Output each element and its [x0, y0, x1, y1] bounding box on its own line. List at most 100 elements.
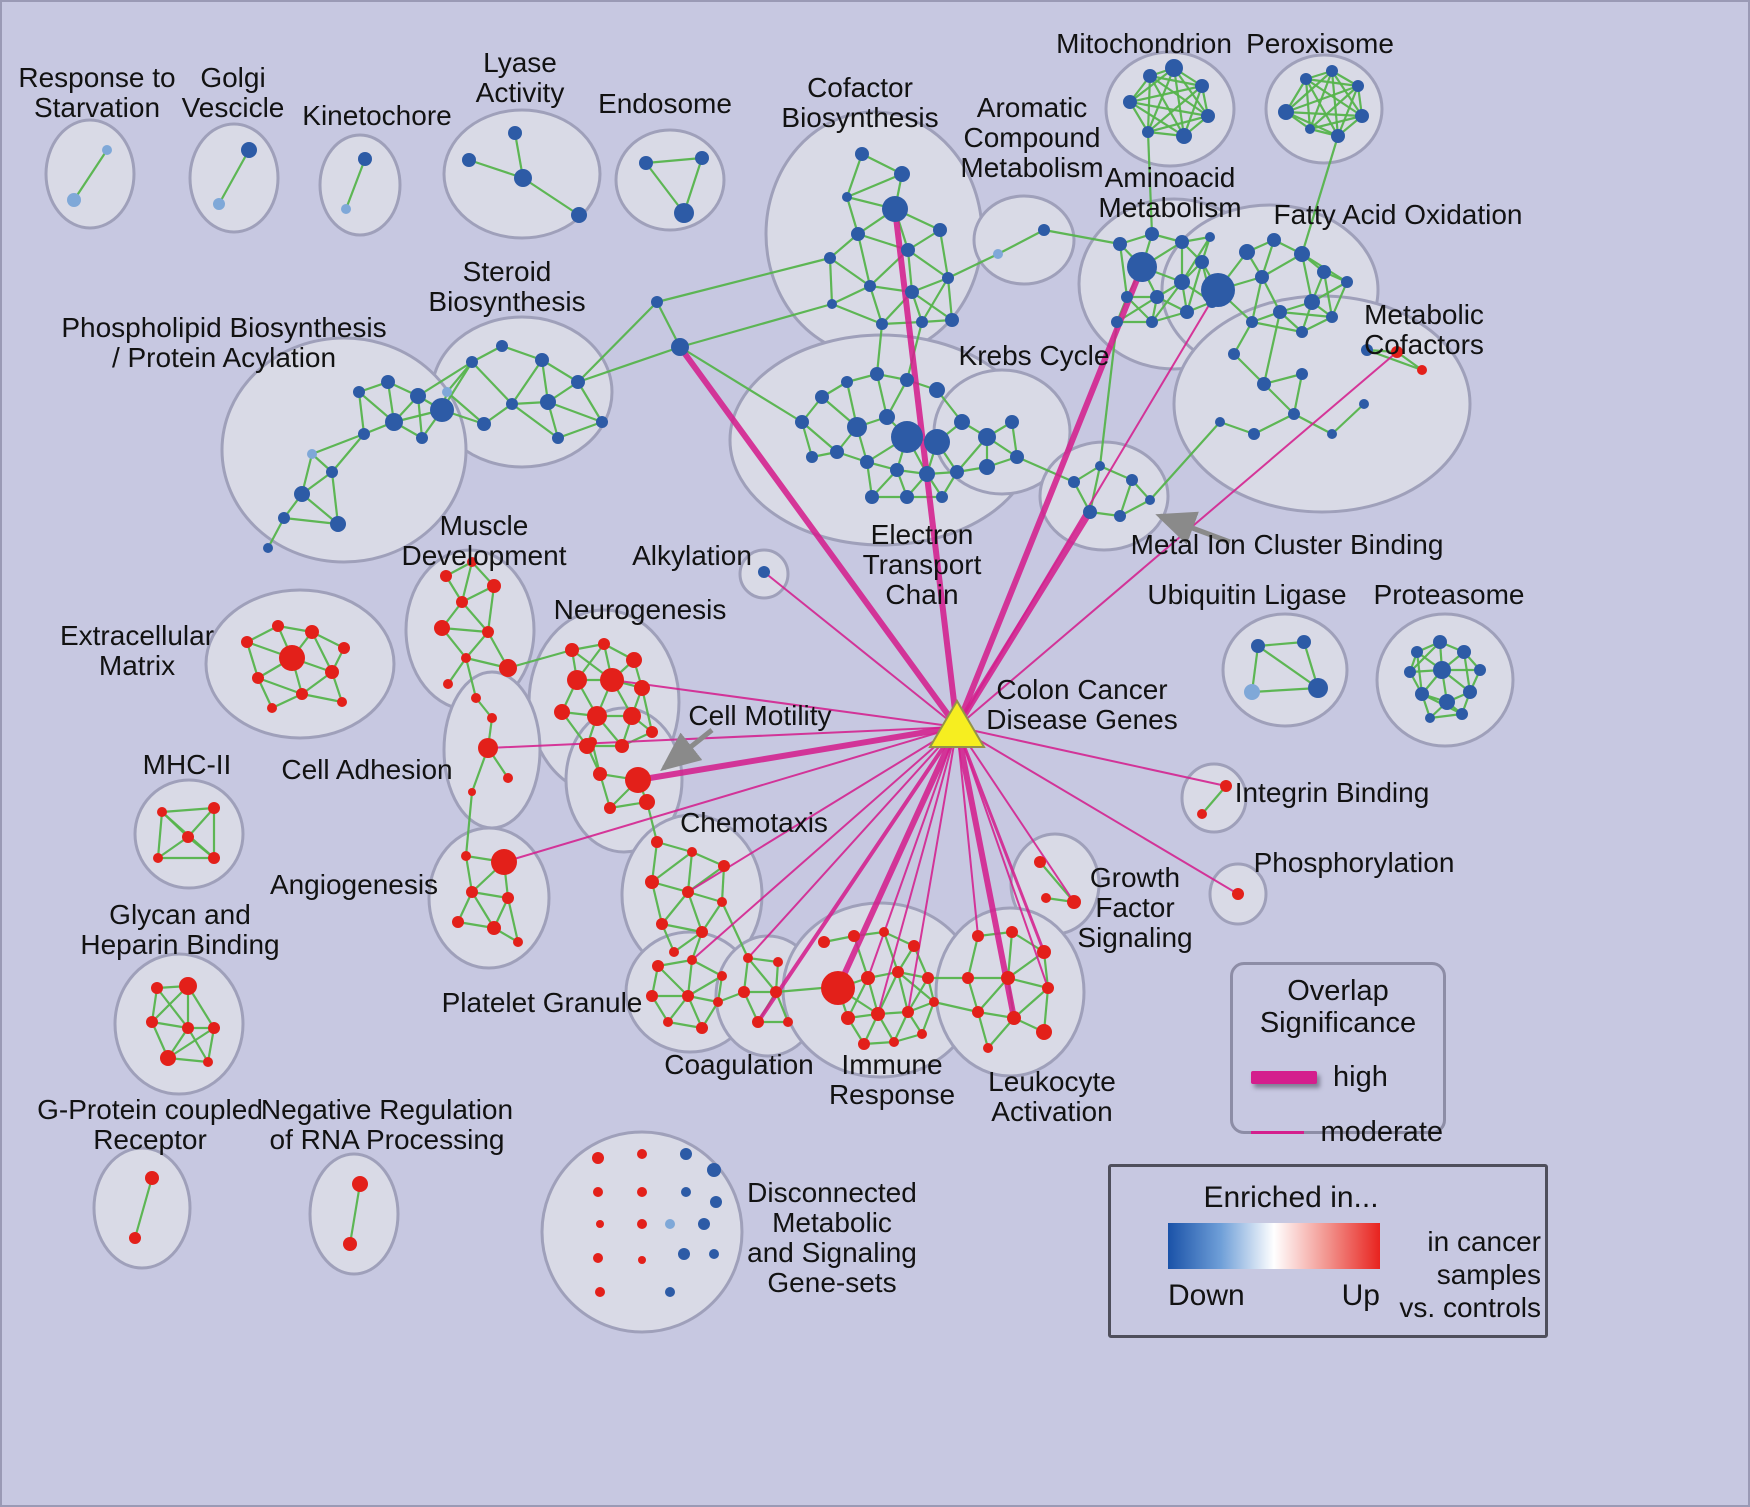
gene-set-node-muscle-development[interactable]	[499, 659, 517, 677]
gene-set-node-cell-adhesion[interactable]	[487, 713, 497, 723]
gene-set-node-muscle-development[interactable]	[461, 653, 471, 663]
gene-set-node-chemotaxis[interactable]	[696, 926, 708, 938]
gene-set-node-steroid-biosynthesis[interactable]	[496, 340, 508, 352]
gene-set-node-ubiquitin-ligase[interactable]	[1251, 639, 1265, 653]
gene-set-node-glycan-and-heparin-binding[interactable]	[151, 982, 163, 994]
gene-set-node-growth-factor-signaling[interactable]	[1034, 856, 1046, 868]
gene-set-node-disconnected-gene-sets[interactable]	[637, 1149, 647, 1159]
gene-set-node-leukocyte-activation[interactable]	[972, 930, 984, 942]
gene-set-node-disconnected-gene-sets[interactable]	[592, 1152, 604, 1164]
gene-set-node-metabolic-cofactors[interactable]	[1288, 408, 1300, 420]
gene-set-node-proteasome[interactable]	[1456, 708, 1468, 720]
gene-set-node-connector-nodes[interactable]	[651, 296, 663, 308]
gene-set-node-electron-transport-chain[interactable]	[830, 445, 844, 459]
gene-set-node-peroxisome[interactable]	[1305, 124, 1315, 134]
gene-set-node-proteasome[interactable]	[1404, 666, 1416, 678]
gene-set-node-angiogenesis[interactable]	[466, 886, 478, 898]
gene-set-node-aminoacid-metabolism[interactable]	[1121, 291, 1133, 303]
gene-set-node-steroid-biosynthesis[interactable]	[506, 398, 518, 410]
gene-set-node-electron-transport-chain[interactable]	[936, 491, 948, 503]
gene-set-node-disconnected-gene-sets[interactable]	[665, 1219, 675, 1229]
gene-set-node-phospholipid-biosynthesis[interactable]	[430, 398, 454, 422]
gene-set-node-phospholipid-biosynthesis[interactable]	[358, 428, 370, 440]
gene-set-node-glycan-and-heparin-binding[interactable]	[182, 1022, 194, 1034]
gene-set-node-disconnected-gene-sets[interactable]	[709, 1249, 719, 1259]
gene-set-node-aminoacid-metabolism[interactable]	[1180, 305, 1194, 319]
gene-set-node-electron-transport-chain[interactable]	[1010, 450, 1024, 464]
gene-set-node-negative-regulation-rna-processing[interactable]	[343, 1237, 357, 1251]
gene-set-node-immune-response[interactable]	[922, 972, 934, 984]
gene-set-node-peroxisome[interactable]	[1278, 104, 1294, 120]
gene-set-node-muscle-development[interactable]	[487, 579, 501, 593]
gene-set-node-peroxisome[interactable]	[1300, 73, 1312, 85]
gene-set-node-fatty-acid-oxidation[interactable]	[1317, 265, 1331, 279]
gene-set-node-endosome[interactable]	[695, 151, 709, 165]
gene-set-node-disconnected-gene-sets[interactable]	[680, 1148, 692, 1160]
gene-set-node-neurogenesis[interactable]	[646, 726, 658, 738]
gene-set-node-leukocyte-activation[interactable]	[1006, 926, 1018, 938]
gene-set-node-angiogenesis[interactable]	[502, 892, 514, 904]
gene-set-node-mitochondrion[interactable]	[1176, 128, 1192, 144]
gene-set-node-chemotaxis[interactable]	[687, 847, 697, 857]
gene-set-node-chemotaxis[interactable]	[645, 875, 659, 889]
gene-set-node-disconnected-gene-sets[interactable]	[637, 1187, 647, 1197]
gene-set-node-lyase-activity[interactable]	[462, 153, 476, 167]
gene-set-node-coagulation[interactable]	[743, 953, 753, 963]
gene-set-node-immune-response[interactable]	[841, 1011, 855, 1025]
gene-set-node-coagulation[interactable]	[770, 986, 782, 998]
hub-colon-cancer-disease-genes[interactable]	[928, 699, 986, 748]
gene-set-node-fatty-acid-oxidation[interactable]	[1296, 326, 1308, 338]
gene-set-node-coagulation[interactable]	[773, 957, 783, 967]
gene-set-node-electron-transport-chain[interactable]	[950, 465, 964, 479]
gene-set-node-aminoacid-metabolism[interactable]	[1150, 290, 1164, 304]
gene-set-node-peroxisome[interactable]	[1352, 80, 1364, 92]
gene-set-node-metabolic-cofactors[interactable]	[1257, 377, 1271, 391]
gene-set-node-cofactor-biosynthesis[interactable]	[945, 313, 959, 327]
gene-set-node-phospholipid-biosynthesis[interactable]	[385, 413, 403, 431]
gene-set-node-platelet-granule[interactable]	[687, 955, 697, 965]
gene-set-node-aminoacid-metabolism[interactable]	[1145, 227, 1159, 241]
gene-set-node-cell-adhesion[interactable]	[503, 773, 513, 783]
gene-set-node-mhc-ii[interactable]	[157, 807, 167, 817]
gene-set-node-platelet-granule[interactable]	[713, 997, 723, 1007]
gene-set-node-electron-transport-chain[interactable]	[919, 466, 935, 482]
gene-set-node-angiogenesis[interactable]	[491, 849, 517, 875]
gene-set-node-coagulation[interactable]	[783, 1017, 793, 1027]
gene-set-node-phospholipid-biosynthesis[interactable]	[326, 466, 338, 478]
gene-set-node-phospholipid-biosynthesis[interactable]	[410, 388, 426, 404]
gene-set-node-steroid-biosynthesis[interactable]	[540, 394, 556, 410]
gene-set-node-aminoacid-metabolism[interactable]	[1195, 255, 1209, 269]
gene-set-node-electron-transport-chain[interactable]	[879, 409, 895, 425]
gene-set-node-endosome[interactable]	[639, 156, 653, 170]
gene-set-node-aminoacid-metabolism[interactable]	[1146, 316, 1158, 328]
gene-set-node-disconnected-gene-sets[interactable]	[638, 1256, 646, 1264]
gene-set-node-glycan-and-heparin-binding[interactable]	[203, 1057, 213, 1067]
gene-set-node-metal-ion-cluster-binding[interactable]	[1126, 474, 1138, 486]
gene-set-node-proteasome[interactable]	[1474, 664, 1486, 676]
gene-set-node-metal-ion-cluster-binding[interactable]	[1095, 461, 1105, 471]
gene-set-node-metabolic-cofactors[interactable]	[1391, 346, 1403, 358]
gene-set-node-glycan-and-heparin-binding[interactable]	[160, 1050, 176, 1066]
gene-set-node-steroid-biosynthesis[interactable]	[552, 432, 564, 444]
gene-set-node-leukocyte-activation[interactable]	[1001, 971, 1015, 985]
gene-set-node-electron-transport-chain[interactable]	[924, 429, 950, 455]
gene-set-node-muscle-development[interactable]	[443, 679, 453, 689]
gene-set-node-extracellular-matrix[interactable]	[296, 688, 308, 700]
gene-set-node-fatty-acid-oxidation[interactable]	[1294, 246, 1310, 262]
gene-set-node-electron-transport-chain[interactable]	[979, 459, 995, 475]
gene-set-node-fatty-acid-oxidation[interactable]	[1326, 311, 1338, 323]
gene-set-node-muscle-development[interactable]	[440, 570, 452, 582]
gene-set-node-steroid-biosynthesis[interactable]	[442, 387, 452, 397]
gene-set-node-extracellular-matrix[interactable]	[267, 703, 277, 713]
gene-set-node-leukocyte-activation[interactable]	[1007, 1011, 1021, 1025]
gene-set-node-metabolic-cofactors[interactable]	[1417, 365, 1427, 375]
gene-set-node-mhc-ii[interactable]	[182, 831, 194, 843]
gene-set-node-aromatic-compound-metabolism[interactable]	[993, 249, 1003, 259]
gene-set-node-extracellular-matrix[interactable]	[305, 625, 319, 639]
gene-set-node-response-to-starvation[interactable]	[67, 193, 81, 207]
gene-set-node-immune-response[interactable]	[858, 1038, 870, 1050]
gene-set-node-immune-response[interactable]	[861, 971, 875, 985]
gene-set-node-neurogenesis[interactable]	[565, 643, 579, 657]
gene-set-node-neurogenesis[interactable]	[634, 680, 650, 696]
gene-set-node-fatty-acid-oxidation[interactable]	[1239, 244, 1255, 260]
